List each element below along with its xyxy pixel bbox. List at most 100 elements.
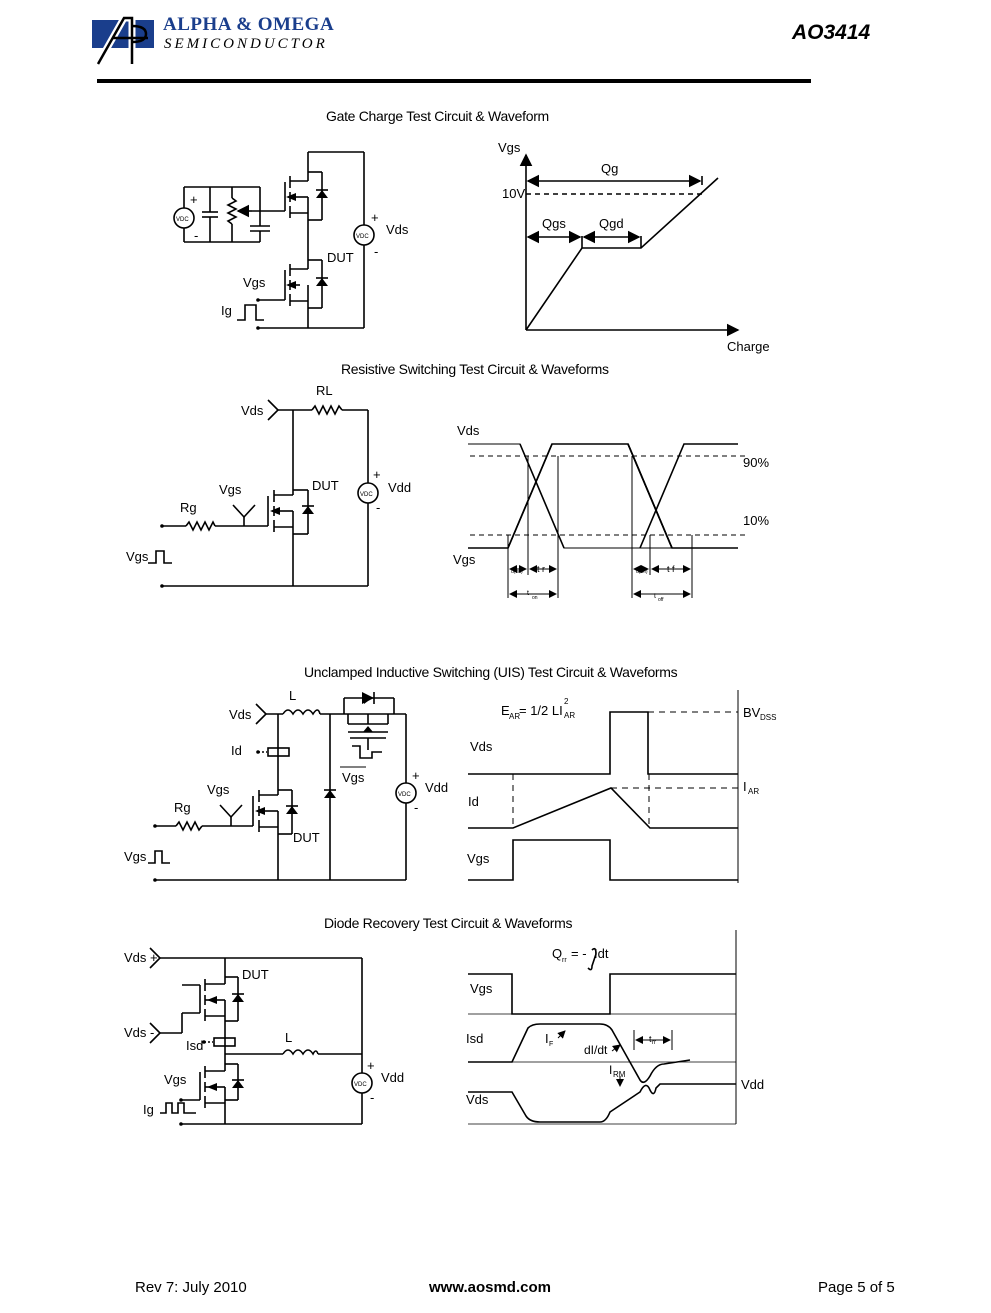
vds-minus-label: Vds - [124, 1025, 154, 1040]
isd-label: Isd [186, 1038, 203, 1053]
vds-label: Vds [466, 1092, 489, 1107]
rl-label: RL [316, 383, 333, 398]
l-label: L [289, 688, 296, 703]
vgs-bar-label: Vgs [342, 770, 365, 785]
vds-label: Vds [229, 707, 252, 722]
company-name: ALPHA & OMEGA [163, 14, 335, 35]
bvdss-label: BV [743, 705, 761, 720]
l-label: L [285, 1030, 292, 1045]
plus-sign: + [412, 768, 420, 783]
ton-label: t [527, 590, 529, 597]
diode-waveform [468, 930, 737, 1125]
vdd-label: Vdd [388, 480, 411, 495]
website-link[interactable]: www.aosmd.com [429, 1279, 551, 1296]
dut-label: DUT [312, 478, 339, 493]
minus-sign: - [374, 244, 378, 259]
trr-label: t [649, 1034, 652, 1044]
ear-label: E [501, 703, 510, 718]
if-sub: F [549, 1041, 553, 1048]
iar-sub: AR [748, 787, 759, 796]
page-number: Page 5 of 5 [818, 1279, 895, 1296]
vgs-label: Vgs [470, 981, 493, 996]
isd-label: Isd [466, 1031, 483, 1046]
tf-label: t f [667, 564, 675, 574]
ig-label: Ig [143, 1102, 154, 1117]
qg-label: Qg [601, 161, 618, 176]
qrr-sub: rr [562, 957, 567, 964]
irm-label: I [609, 1063, 612, 1077]
resistive-waveform [468, 443, 745, 598]
vgs-pulse-label: Vgs [124, 849, 147, 864]
charge-axis-label: Charge [727, 339, 770, 354]
qrr-integral: Idt [594, 946, 609, 961]
vdd-label: Vdd [741, 1077, 764, 1092]
10v-label: 10V [502, 186, 525, 201]
qgd-label: Qgd [599, 216, 624, 231]
ear-sub2: AR [564, 711, 575, 720]
resistive-circuit [148, 399, 379, 587]
plus-sign: + [371, 210, 379, 225]
vgs-label: Vgs [243, 275, 266, 290]
vdc-label: VDC [398, 792, 411, 798]
dut-label: DUT [293, 830, 320, 845]
90-percent-label: 90% [743, 455, 769, 470]
uis-waveform [468, 690, 739, 883]
vds-label: Vds [457, 423, 480, 438]
id-label: Id [468, 794, 479, 809]
ear-sub: AR [509, 712, 520, 721]
didt-label: dI/dt [584, 1043, 608, 1057]
td-off-label: d(off) [636, 569, 648, 575]
rg-label: Rg [180, 500, 197, 515]
qrr-label: Q [552, 946, 562, 961]
ig-label: Ig [221, 303, 232, 318]
dut-label: DUT [242, 967, 269, 982]
id-label: Id [231, 743, 242, 758]
ear-eq: = 1/2 LI [519, 703, 563, 718]
vds-label: Vds [241, 403, 264, 418]
td-on-label: d(on) [511, 569, 523, 575]
uis-circuit [148, 692, 417, 881]
vgs-axis-label: Vgs [498, 140, 521, 155]
trr-sub: rr [652, 1040, 656, 1046]
ton-sub: on [532, 595, 538, 601]
qrr-eq: = - [571, 946, 587, 961]
ear-sup: 2 [564, 697, 569, 706]
plus-sign: + [190, 192, 198, 207]
vds-label: Vds [386, 222, 409, 237]
minus-sign: - [194, 228, 198, 243]
vdc-label: VDC [354, 1082, 367, 1088]
vgs-label: Vgs [219, 482, 242, 497]
tr-label: t r [537, 564, 545, 574]
diode-circuit [149, 947, 373, 1125]
part-number: AO3414 [792, 21, 871, 44]
resistive-title: Resistive Switching Test Circuit & Wavef… [341, 361, 609, 377]
revision-text: Rev 7: July 2010 [135, 1279, 247, 1296]
header-rule [97, 79, 811, 83]
vdc-label: VDC [176, 217, 189, 223]
vgs-label: Vgs [164, 1072, 187, 1087]
iar-label: I [743, 779, 747, 794]
uis-title: Unclamped Inductive Switching (UIS) Test… [304, 664, 678, 680]
10-percent-label: 10% [743, 513, 769, 528]
toff-sub: off [658, 597, 664, 603]
company-logo [92, 14, 154, 66]
dut-label: DUT [327, 250, 354, 265]
minus-sign: - [370, 1090, 374, 1105]
plus-sign: + [367, 1058, 375, 1073]
rg-label: Rg [174, 800, 191, 815]
vds-label: Vds [470, 739, 493, 754]
vdc-label: VDC [360, 492, 373, 498]
gate-charge-title: Gate Charge Test Circuit & Waveform [326, 108, 549, 124]
qgs-label: Qgs [542, 216, 566, 231]
gate-charge-circuit [173, 151, 375, 329]
diode-title: Diode Recovery Test Circuit & Waveforms [324, 915, 573, 931]
minus-sign: - [376, 500, 380, 515]
plus-sign: + [373, 467, 381, 482]
vgs-pulse-label: Vgs [126, 549, 149, 564]
if-label: I [545, 1031, 549, 1046]
vgs-label: Vgs [207, 782, 230, 797]
company-subtitle: SEMICONDUCTOR [164, 36, 328, 52]
vgs-label: Vgs [453, 552, 476, 567]
irm-sub: RM [613, 1070, 626, 1079]
